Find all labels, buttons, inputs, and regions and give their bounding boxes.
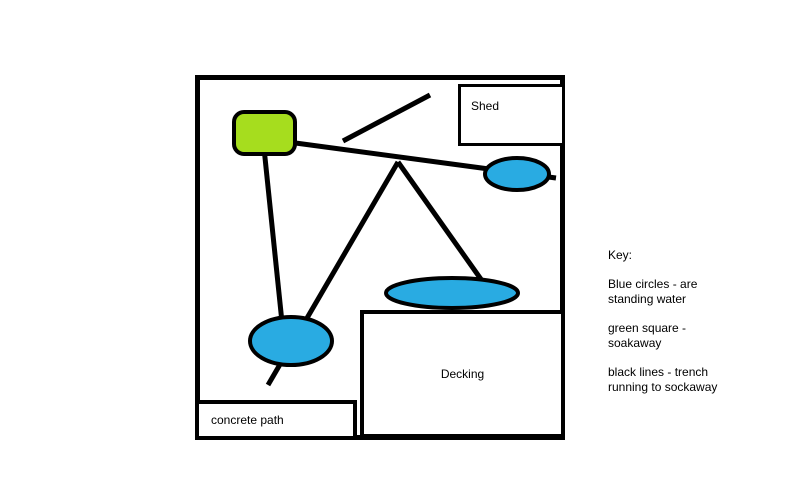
key-item-soakaway: green square - soakaway	[608, 321, 687, 350]
key-title: Key:	[608, 248, 633, 262]
decking-label: Decking	[440, 367, 485, 381]
shed-label: Shed	[471, 99, 500, 113]
concrete-path-label: concrete path	[211, 413, 284, 427]
shed-box: Shed	[458, 84, 565, 146]
key-panel: Key: Blue circles - are standing water g…	[608, 248, 728, 409]
concrete-path-box: concrete path	[195, 400, 357, 440]
key-item-trench: black lines - trench running to sockaway	[608, 365, 718, 394]
decking-box: Decking	[360, 310, 565, 438]
key-item-standing-water: Blue circles - are standing water	[608, 277, 698, 306]
